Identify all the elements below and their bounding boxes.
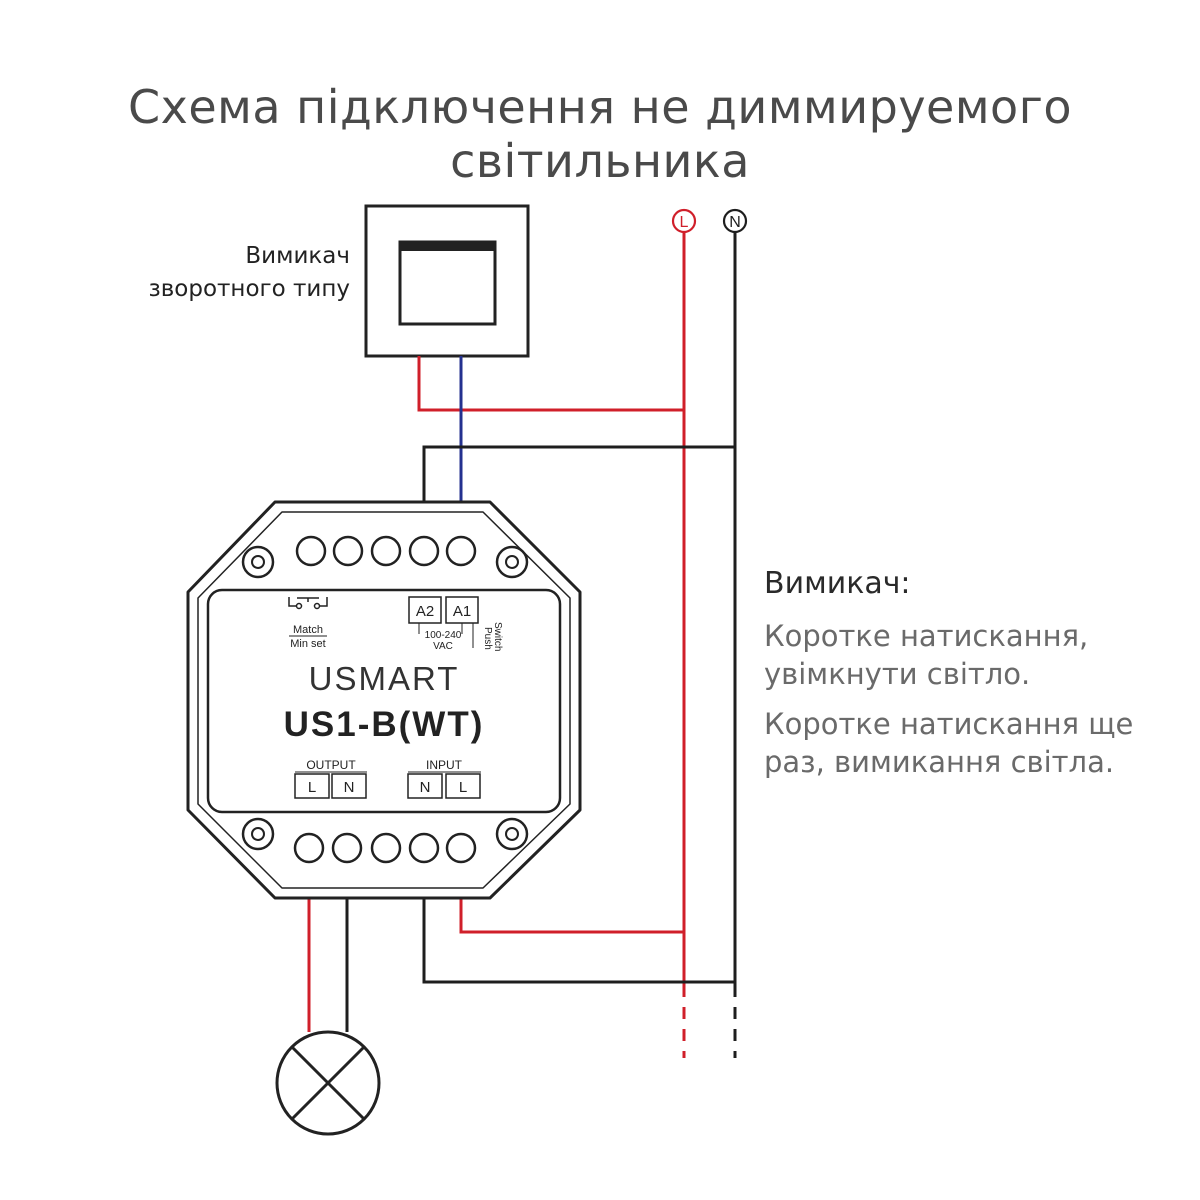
wire-switch-live — [417, 356, 684, 412]
top-terminal-a2 — [408, 535, 440, 567]
switch-label-line1: Вимикач — [245, 243, 350, 269]
top-terminal-3 — [370, 535, 402, 567]
instruction-on: Коротке натискання, увімкнути світло. — [764, 619, 1089, 691]
out-n-box — [331, 773, 367, 799]
match-label: Match — [293, 624, 323, 636]
line-l-marker: L — [671, 208, 697, 234]
push-switch — [364, 204, 530, 358]
device-label-panel — [206, 588, 562, 814]
switch-rocker-top — [400, 242, 495, 251]
page-title: Схема підключення не диммируемого світил… — [127, 80, 1073, 188]
in-l-box — [445, 773, 481, 799]
instruction-panel: Вимикач: Коротке натискання, увімкнути с… — [764, 566, 1194, 793]
line-n-text: N — [729, 214, 741, 231]
panel-heading: Вимикач: — [764, 566, 911, 601]
input-label: INPUT — [426, 758, 463, 772]
mounting-screws — [241, 545, 529, 851]
line-l-circle — [671, 208, 697, 234]
push-label: Push — [482, 627, 493, 650]
a2-label: A2 — [416, 603, 434, 620]
top-terminal-a1 — [445, 535, 477, 567]
brand-name: USMART — [309, 660, 460, 697]
wire-input-neutral — [422, 864, 735, 984]
top-terminal-2 — [332, 535, 364, 567]
match-button-symbol — [288, 597, 328, 610]
bottom-terminal-in-l — [445, 832, 477, 864]
controller-device: Match Min set A2 A1 100-240 VAC Push Swi… — [186, 500, 582, 900]
bottom-terminals — [293, 832, 477, 864]
out-l-box — [294, 773, 330, 799]
lamp-icon — [275, 1030, 381, 1136]
switch-rocker — [398, 240, 497, 326]
output-label: OUTPUT — [306, 758, 356, 772]
top-terminal-1 — [295, 535, 327, 567]
bottom-terminal-in-n — [408, 832, 440, 864]
bottom-terminal-out-n — [331, 832, 363, 864]
bottom-terminal-3 — [370, 832, 402, 864]
a1-label: A1 — [453, 603, 471, 620]
line-n-circle — [722, 208, 748, 234]
switch-terminal-label: Switch — [492, 622, 503, 651]
line-l-text: L — [680, 214, 689, 231]
switch-label: Вимикач зворотного типу — [120, 240, 351, 306]
vac-label: VAC — [433, 641, 453, 652]
instruction-off: Коротке натискання ще раз, вимикання сві… — [764, 707, 1134, 779]
top-terminals — [295, 535, 477, 567]
out-l-label: L — [308, 779, 316, 796]
a2-box — [408, 596, 442, 624]
in-l-label: L — [459, 779, 467, 796]
voltage-label: 100-240 — [425, 630, 462, 641]
model-name: US1-B(WT) — [284, 705, 485, 744]
min-set-label: Min set — [290, 638, 325, 650]
in-n-label: N — [420, 779, 431, 796]
in-n-box — [407, 773, 443, 799]
line-n-marker: N — [722, 208, 748, 234]
device-inner-rim — [197, 511, 571, 889]
bottom-terminal-out-l — [293, 832, 325, 864]
switch-label-line2: зворотного типу — [148, 276, 351, 302]
out-n-label: N — [344, 779, 355, 796]
